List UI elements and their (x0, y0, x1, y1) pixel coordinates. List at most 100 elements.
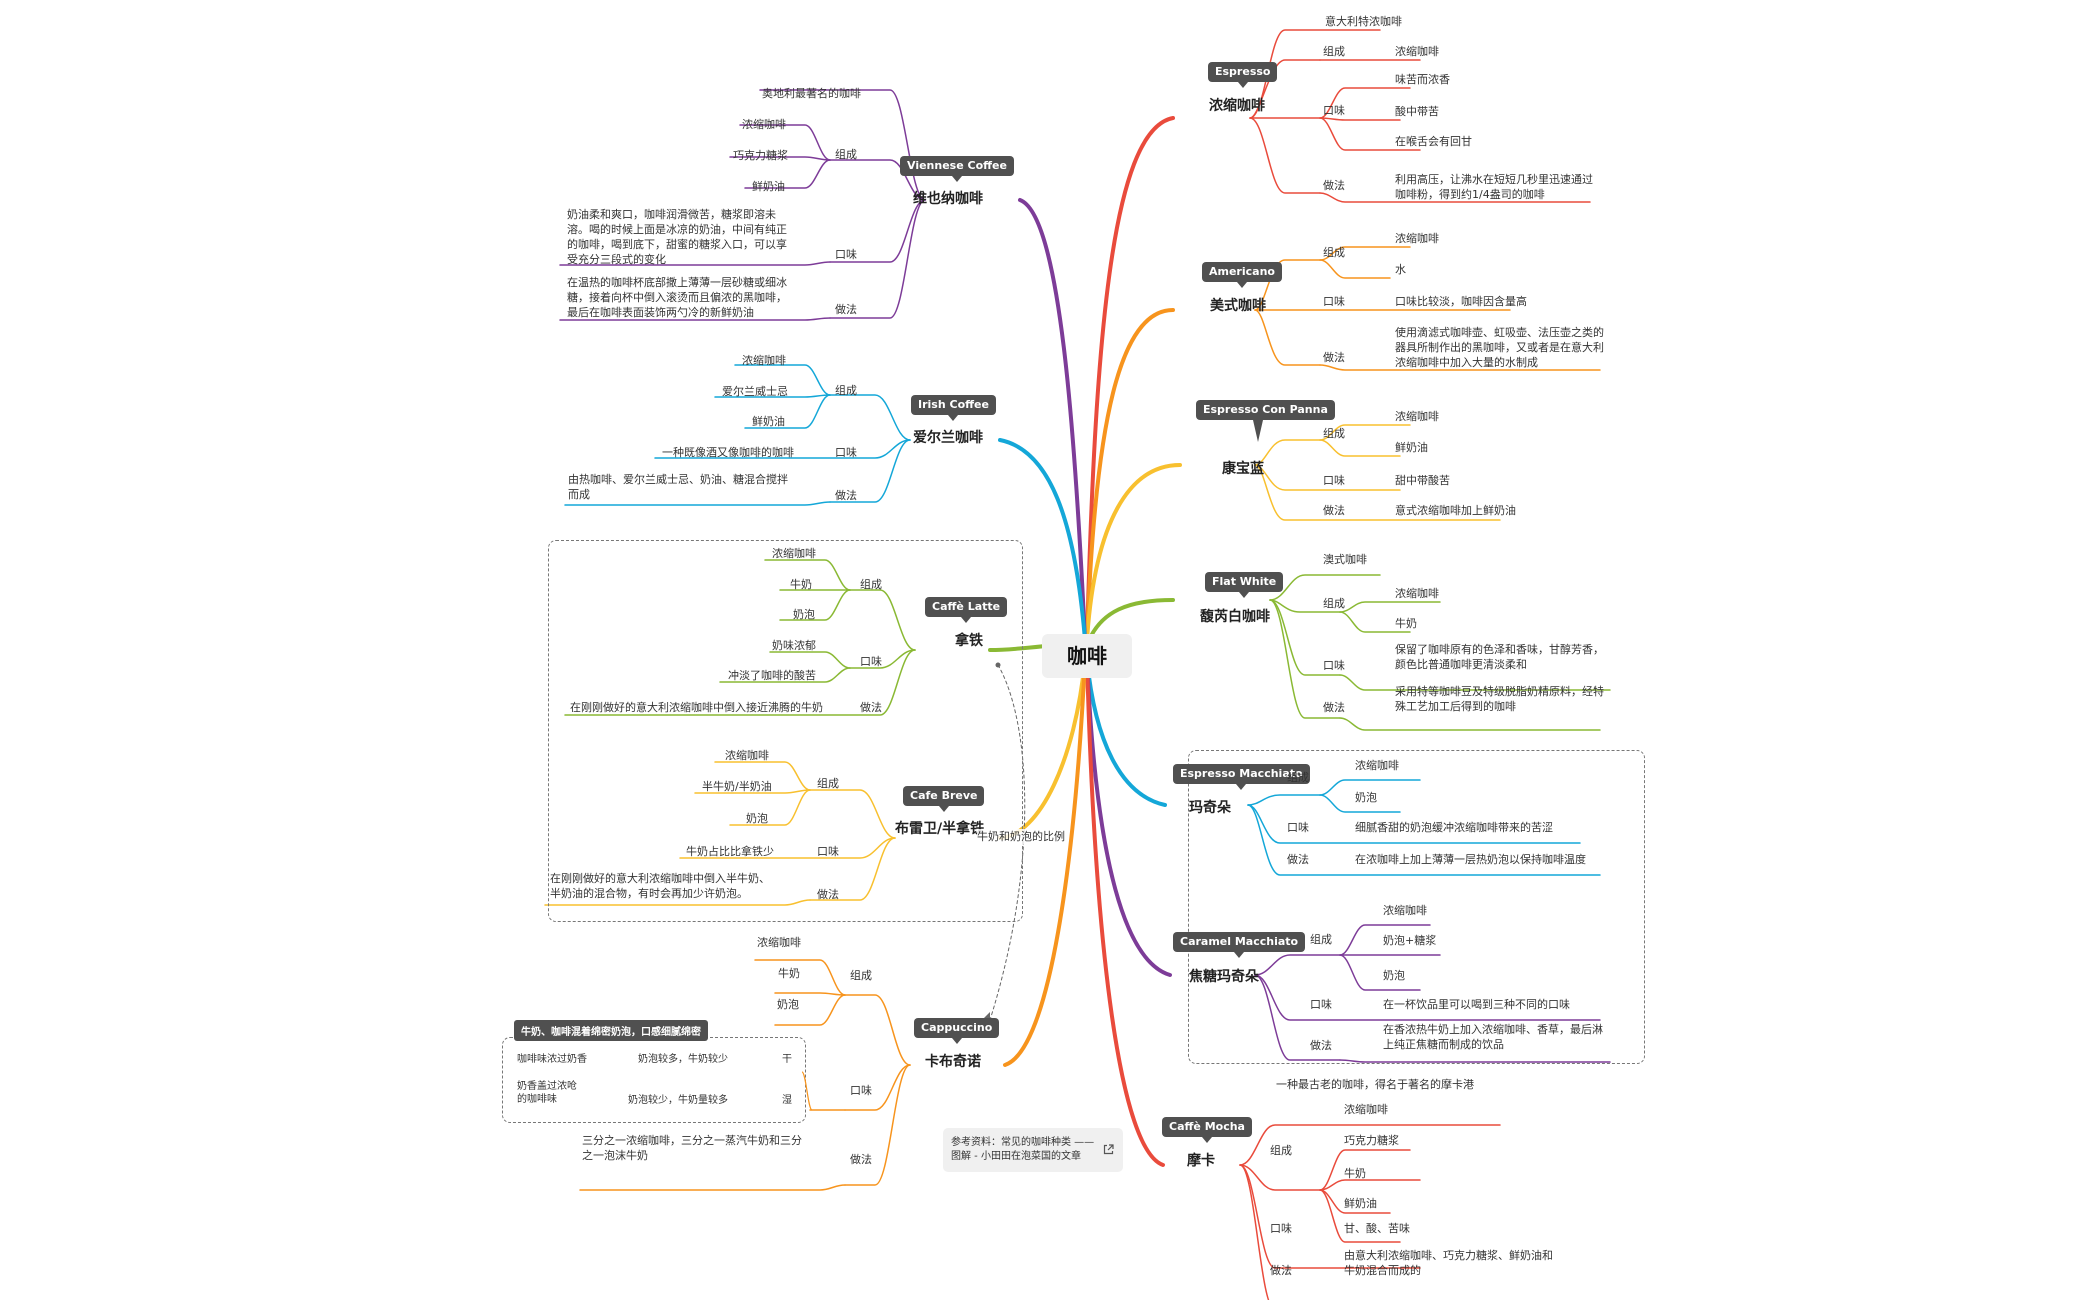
reference-note[interactable]: 参考资料：常见的咖啡种类 —— 图解 - 小田田在泡菜国的文章 (943, 1128, 1123, 1172)
panna-taste-item: 甜中带酸苦 (1395, 474, 1450, 487)
summary-row2-c: 湿 (782, 1095, 792, 1106)
macchiato-comp-item: 奶泡 (1355, 791, 1377, 804)
summary-row1-b: 奶泡较多，牛奶较少 (638, 1054, 728, 1065)
breve-composition-label: 组成 (817, 777, 839, 790)
americano-taste-item: 口味比较淡，咖啡因含量高 (1395, 295, 1527, 308)
espresso-title[interactable]: 浓缩咖啡 (1209, 98, 1265, 114)
breve-method-label: 做法 (817, 888, 839, 901)
panna-taste-label: 口味 (1323, 474, 1345, 487)
summary-row2-b: 奶泡较少，牛奶量较多 (628, 1095, 728, 1106)
flatwhite-method-item: 采用特等咖啡豆及特级脱脂奶精原料，经特殊工艺加工后得到的咖啡 (1395, 685, 1604, 713)
cappuccino-method-label: 做法 (850, 1153, 872, 1166)
flatwhite-tag[interactable]: Flat White (1205, 572, 1284, 598)
latte-method-item: 在刚刚做好的意大利浓缩咖啡中倒入接近沸腾的牛奶 (570, 701, 823, 714)
irish-method-item: 由热咖啡、爱尔兰威士忌、奶油、糖混合搅拌而成 (568, 473, 788, 501)
breve-taste-item: 牛奶占比比拿铁少 (686, 845, 774, 858)
breve-comp-item: 奶泡 (746, 812, 768, 825)
americano-method-label: 做法 (1323, 351, 1345, 364)
irish-taste-item: 一种既像酒又像咖啡的咖啡 (662, 446, 794, 459)
breve-comp-item: 浓缩咖啡 (725, 749, 769, 762)
americano-tag[interactable]: Americano (1202, 262, 1282, 288)
caramel-taste-label: 口味 (1310, 998, 1332, 1011)
latte-comp-item: 浓缩咖啡 (772, 547, 816, 560)
mocha-comp-item: 浓缩咖啡 (1344, 1103, 1388, 1116)
macchiato-method-item: 在浓咖啡上加上薄薄一层热奶泡以保持咖啡温度 (1355, 853, 1586, 866)
flatwhite-taste-item: 保留了咖啡原有的色泽和香味，甘醇芳香，颜色比普通咖啡更清淡柔和 (1395, 643, 1604, 671)
panna-title[interactable]: 康宝蓝 (1222, 461, 1264, 477)
americano-comp-item: 水 (1395, 263, 1406, 276)
latte-title[interactable]: 拿铁 (955, 633, 983, 649)
breve-comp-item: 半牛奶/半奶油 (702, 780, 772, 793)
espresso-tag[interactable]: Espresso (1208, 62, 1278, 88)
macchiato-taste-item: 细腻香甜的奶泡缓冲浓缩咖啡带来的苦涩 (1355, 821, 1553, 834)
summary-connector-lines (801, 1071, 812, 1111)
latte-tag[interactable]: Caffè Latte (925, 597, 1008, 623)
mocha-comp-item: 鲜奶油 (1344, 1197, 1377, 1210)
latte-breve-group-box (548, 540, 1023, 922)
latte-composition-label: 组成 (860, 578, 882, 591)
cappuccino-summary-title[interactable]: 牛奶、咖啡混着绵密奶泡，口感细腻绵密 (514, 1020, 708, 1041)
flatwhite-comp-item: 牛奶 (1395, 617, 1417, 630)
cappuccino-comp-item: 浓缩咖啡 (757, 936, 801, 949)
viennese-tag[interactable]: Viennese Coffee (900, 156, 1014, 182)
viennese-taste-item: 奶油柔和爽口，咖啡润滑微苦，糖浆即溶未溶。喝的时候上面是冰凉的奶油，中间有纯正的… (567, 208, 787, 266)
espresso-taste-item: 味苦而浓香 (1395, 73, 1450, 86)
panna-method-label: 做法 (1323, 504, 1345, 517)
mocha-desc: 一种最古老的咖啡，得名于著名的摩卡港 (1276, 1078, 1474, 1091)
americano-composition-label: 组成 (1323, 246, 1345, 259)
macchiato-comp-item: 浓缩咖啡 (1355, 759, 1399, 772)
viennese-composition-label: 组成 (835, 148, 857, 161)
flatwhite-comp-item: 浓缩咖啡 (1395, 587, 1439, 600)
cappuccino-tag[interactable]: Cappuccino (914, 1018, 1000, 1044)
summary-row2-a: 奶香盖过浓呛的咖啡味 (517, 1081, 577, 1105)
flatwhite-title[interactable]: 馥芮白咖啡 (1200, 609, 1270, 625)
caramel-composition-label: 组成 (1310, 933, 1332, 946)
caramel-comp-item: 奶泡 (1383, 969, 1405, 982)
viennese-comp-item: 鲜奶油 (752, 180, 785, 193)
caramel-tag[interactable]: Caramel Macchiato (1173, 932, 1306, 958)
latte-taste-item: 冲淡了咖啡的酸苦 (728, 669, 816, 682)
viennese-title[interactable]: 维也纳咖啡 (913, 191, 983, 207)
panna-comp-item: 鲜奶油 (1395, 441, 1428, 454)
external-link-icon[interactable] (1103, 1144, 1114, 1155)
caramel-title[interactable]: 焦糖玛奇朵 (1189, 969, 1259, 985)
americano-title[interactable]: 美式咖啡 (1210, 298, 1266, 314)
mocha-title[interactable]: 摩卡 (1187, 1153, 1215, 1169)
central-topic[interactable]: 咖啡 (1042, 634, 1132, 678)
irish-comp-item: 爱尔兰威士忌 (722, 385, 788, 398)
cappuccino-comp-item: 奶泡 (777, 998, 799, 1011)
relationship-label[interactable]: 牛奶和奶泡的比例 (977, 829, 1065, 844)
macchiato-taste-label: 口味 (1287, 821, 1309, 834)
viennese-taste-label: 口味 (835, 248, 857, 261)
irish-method-label: 做法 (835, 489, 857, 502)
espresso-method-item: 利用高压，让沸水在短短几秒里迅速通过咖啡粉，得到约1/4盎司的咖啡 (1395, 173, 1593, 201)
flatwhite-taste-label: 口味 (1323, 659, 1345, 672)
mocha-tag[interactable]: Caffè Mocha (1162, 1117, 1252, 1143)
panna-tag[interactable]: Espresso Con Panna (1196, 400, 1335, 442)
cappuccino-title[interactable]: 卡布奇诺 (925, 1054, 981, 1070)
irish-tag[interactable]: Irish Coffee (911, 395, 996, 421)
breve-tag[interactable]: Cafe Breve (903, 786, 985, 812)
mocha-taste-item: 甘、酸、苦味 (1344, 1222, 1410, 1235)
irish-taste-label: 口味 (835, 446, 857, 459)
summary-row1-c: 干 (782, 1054, 792, 1065)
flatwhite-composition-label: 组成 (1323, 597, 1345, 610)
irish-title[interactable]: 爱尔兰咖啡 (913, 430, 983, 446)
americano-taste-label: 口味 (1323, 295, 1345, 308)
espresso-taste-item: 酸中带苦 (1395, 105, 1439, 118)
espresso-method-label: 做法 (1323, 179, 1345, 192)
panna-comp-item: 浓缩咖啡 (1395, 410, 1439, 423)
reference-text[interactable]: 参考资料：常见的咖啡种类 —— 图解 - 小田田在泡菜国的文章 (951, 1137, 1095, 1162)
breve-title[interactable]: 布雷卫/半拿铁 (895, 821, 985, 837)
macchiato-method-label: 做法 (1287, 853, 1309, 866)
panna-composition-label: 组成 (1323, 427, 1345, 440)
espresso-taste-item: 在喉舌会有回甘 (1395, 135, 1472, 148)
macchiato-tag[interactable]: Espresso Macchiato (1173, 764, 1310, 790)
mocha-comp-item: 巧克力糖浆 (1344, 1134, 1399, 1147)
caramel-comp-item: 浓缩咖啡 (1383, 904, 1427, 917)
macchiato-title[interactable]: 玛奇朵 (1189, 800, 1231, 816)
americano-comp-item: 浓缩咖啡 (1395, 232, 1439, 245)
breve-taste-label: 口味 (817, 845, 839, 858)
viennese-desc: 奥地利最著名的咖啡 (762, 87, 861, 100)
mocha-method-item: 由意大利浓缩咖啡、巧克力糖浆、鲜奶油和牛奶混合而成的 (1344, 1249, 1553, 1277)
